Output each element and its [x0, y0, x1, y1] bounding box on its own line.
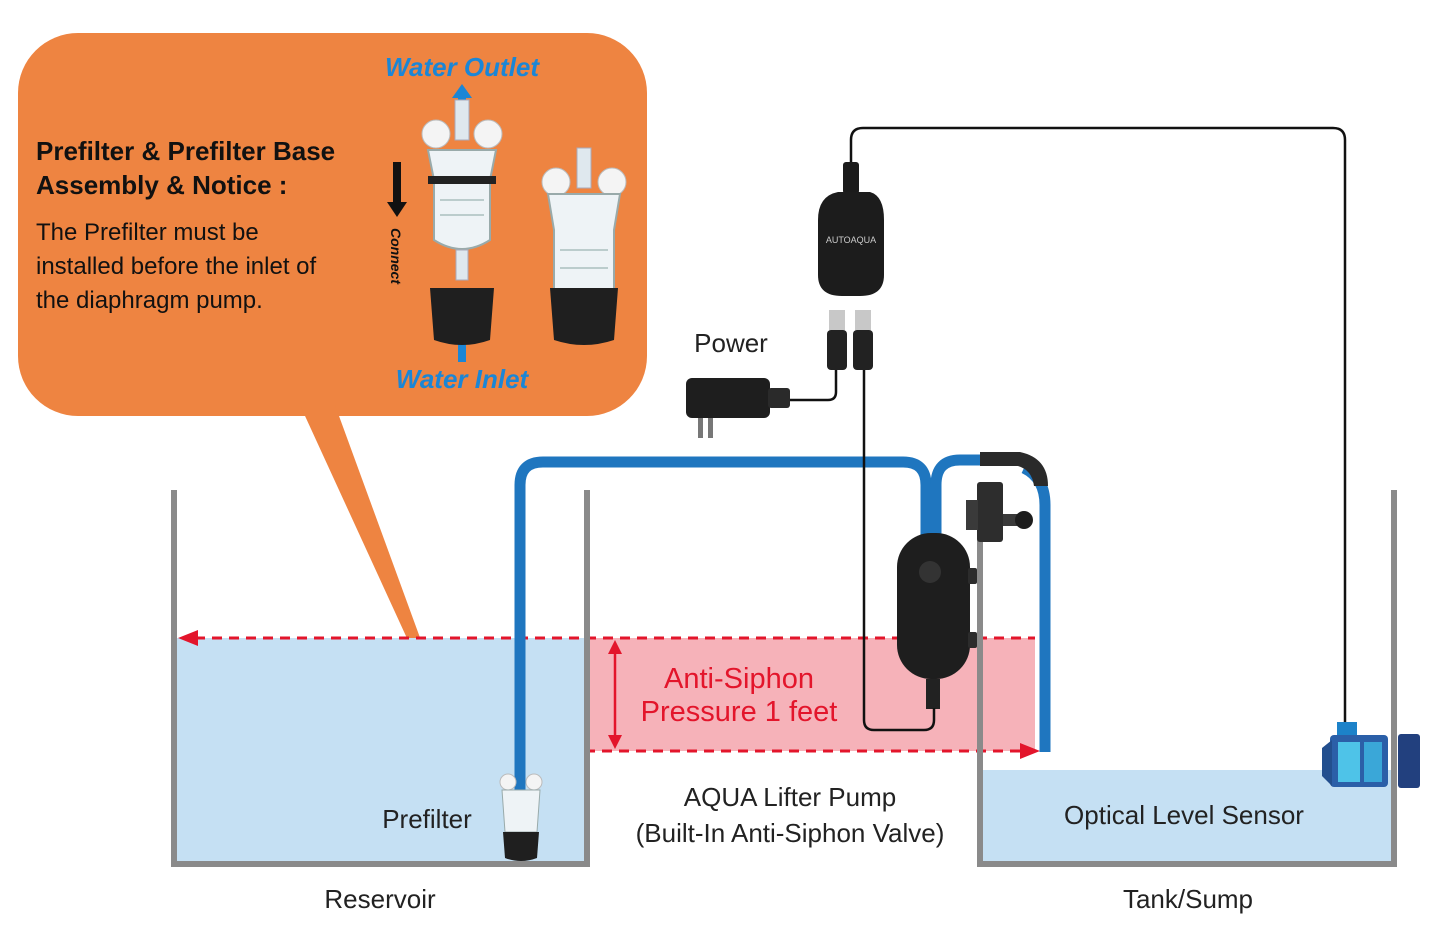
- controller-icon: AUTOAQUA: [818, 162, 884, 370]
- connect-arrow-icon: [387, 162, 407, 217]
- pump-label-line1: AQUA Lifter Pump: [684, 782, 896, 812]
- tank-label: Tank/Sump: [1123, 884, 1253, 914]
- pump-outlet-elbow: [966, 452, 1048, 542]
- callout-body-line3: the diaphragm pump.: [36, 287, 263, 314]
- water-inlet-label: Water Inlet: [396, 364, 530, 394]
- prefilter-in-reservoir-icon: [499, 773, 543, 861]
- tank-walls: [977, 490, 1397, 867]
- prefilter-exploded-icon: [421, 99, 503, 345]
- power-label: Power: [694, 328, 768, 358]
- callout-body-line1: The Prefilter must be: [36, 219, 259, 246]
- anti-siphon-zone-right: [980, 638, 1035, 751]
- controller-brand-label: AUTOAQUA: [826, 235, 876, 245]
- anti-siphon-label-line2: Pressure 1 feet: [641, 696, 838, 728]
- connect-label: Connect: [388, 228, 404, 285]
- prefilter-label: Prefilter: [382, 804, 472, 834]
- callout-heading-line2: Assembly & Notice :: [36, 170, 287, 200]
- anti-siphon-label-line1: Anti-Siphon: [664, 663, 814, 695]
- callout-body-line2: installed before the inlet of: [36, 253, 317, 280]
- power-adapter-icon: [686, 378, 790, 438]
- cables: [790, 126, 1347, 732]
- left-arrowhead-icon: [178, 630, 198, 646]
- sensor-label: Optical Level Sensor: [1064, 800, 1304, 830]
- optical-level-sensor-icon: [1322, 722, 1420, 788]
- aqua-lifter-pump-icon: [897, 533, 977, 709]
- water-outlet-label: Water Outlet: [385, 52, 540, 82]
- prefilter-assembled-icon: [541, 147, 627, 345]
- reservoir-label: Reservoir: [324, 884, 436, 914]
- tank-water: [983, 770, 1394, 864]
- reservoir-walls: [171, 490, 590, 867]
- pressure-height-arrow-icon: [608, 640, 622, 749]
- right-arrowhead-icon: [1020, 743, 1040, 759]
- callout-heading-line1: Prefilter & Prefilter Base: [36, 136, 335, 166]
- pump-label-line2: (Built-In Anti-Siphon Valve): [636, 818, 945, 848]
